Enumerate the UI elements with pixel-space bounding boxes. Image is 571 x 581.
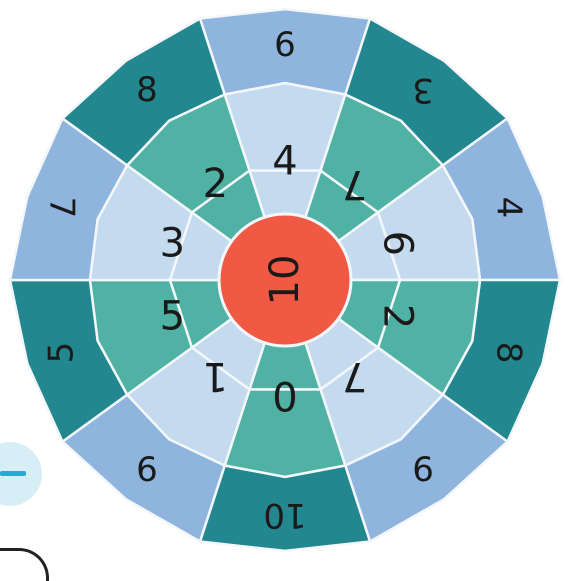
outer-number: 8 (489, 342, 529, 364)
middle-number: 2 (375, 304, 421, 329)
outer-number: 7 (42, 197, 82, 219)
middle-number: 5 (160, 294, 185, 340)
outer-number: 5 (42, 342, 82, 364)
middle-number: 3 (160, 220, 185, 266)
outer-number: 3 (412, 70, 434, 110)
middle-number: 4 (272, 139, 297, 185)
minus-icon (0, 471, 26, 476)
center-number: 10 (262, 255, 308, 306)
outer-number: 4 (489, 197, 529, 219)
outer-number: 10 (263, 495, 306, 535)
outer-number: 6 (274, 25, 296, 65)
middle-number: 0 (272, 376, 297, 422)
middle-number: 6 (375, 231, 421, 256)
middle-number: 2 (203, 161, 228, 207)
middle-number: 7 (342, 161, 367, 207)
middle-number: 1 (203, 353, 228, 399)
middle-number: 7 (342, 353, 367, 399)
outer-number: 8 (136, 70, 158, 110)
outer-number: 6 (136, 450, 158, 490)
outer-number: 6 (412, 450, 434, 490)
